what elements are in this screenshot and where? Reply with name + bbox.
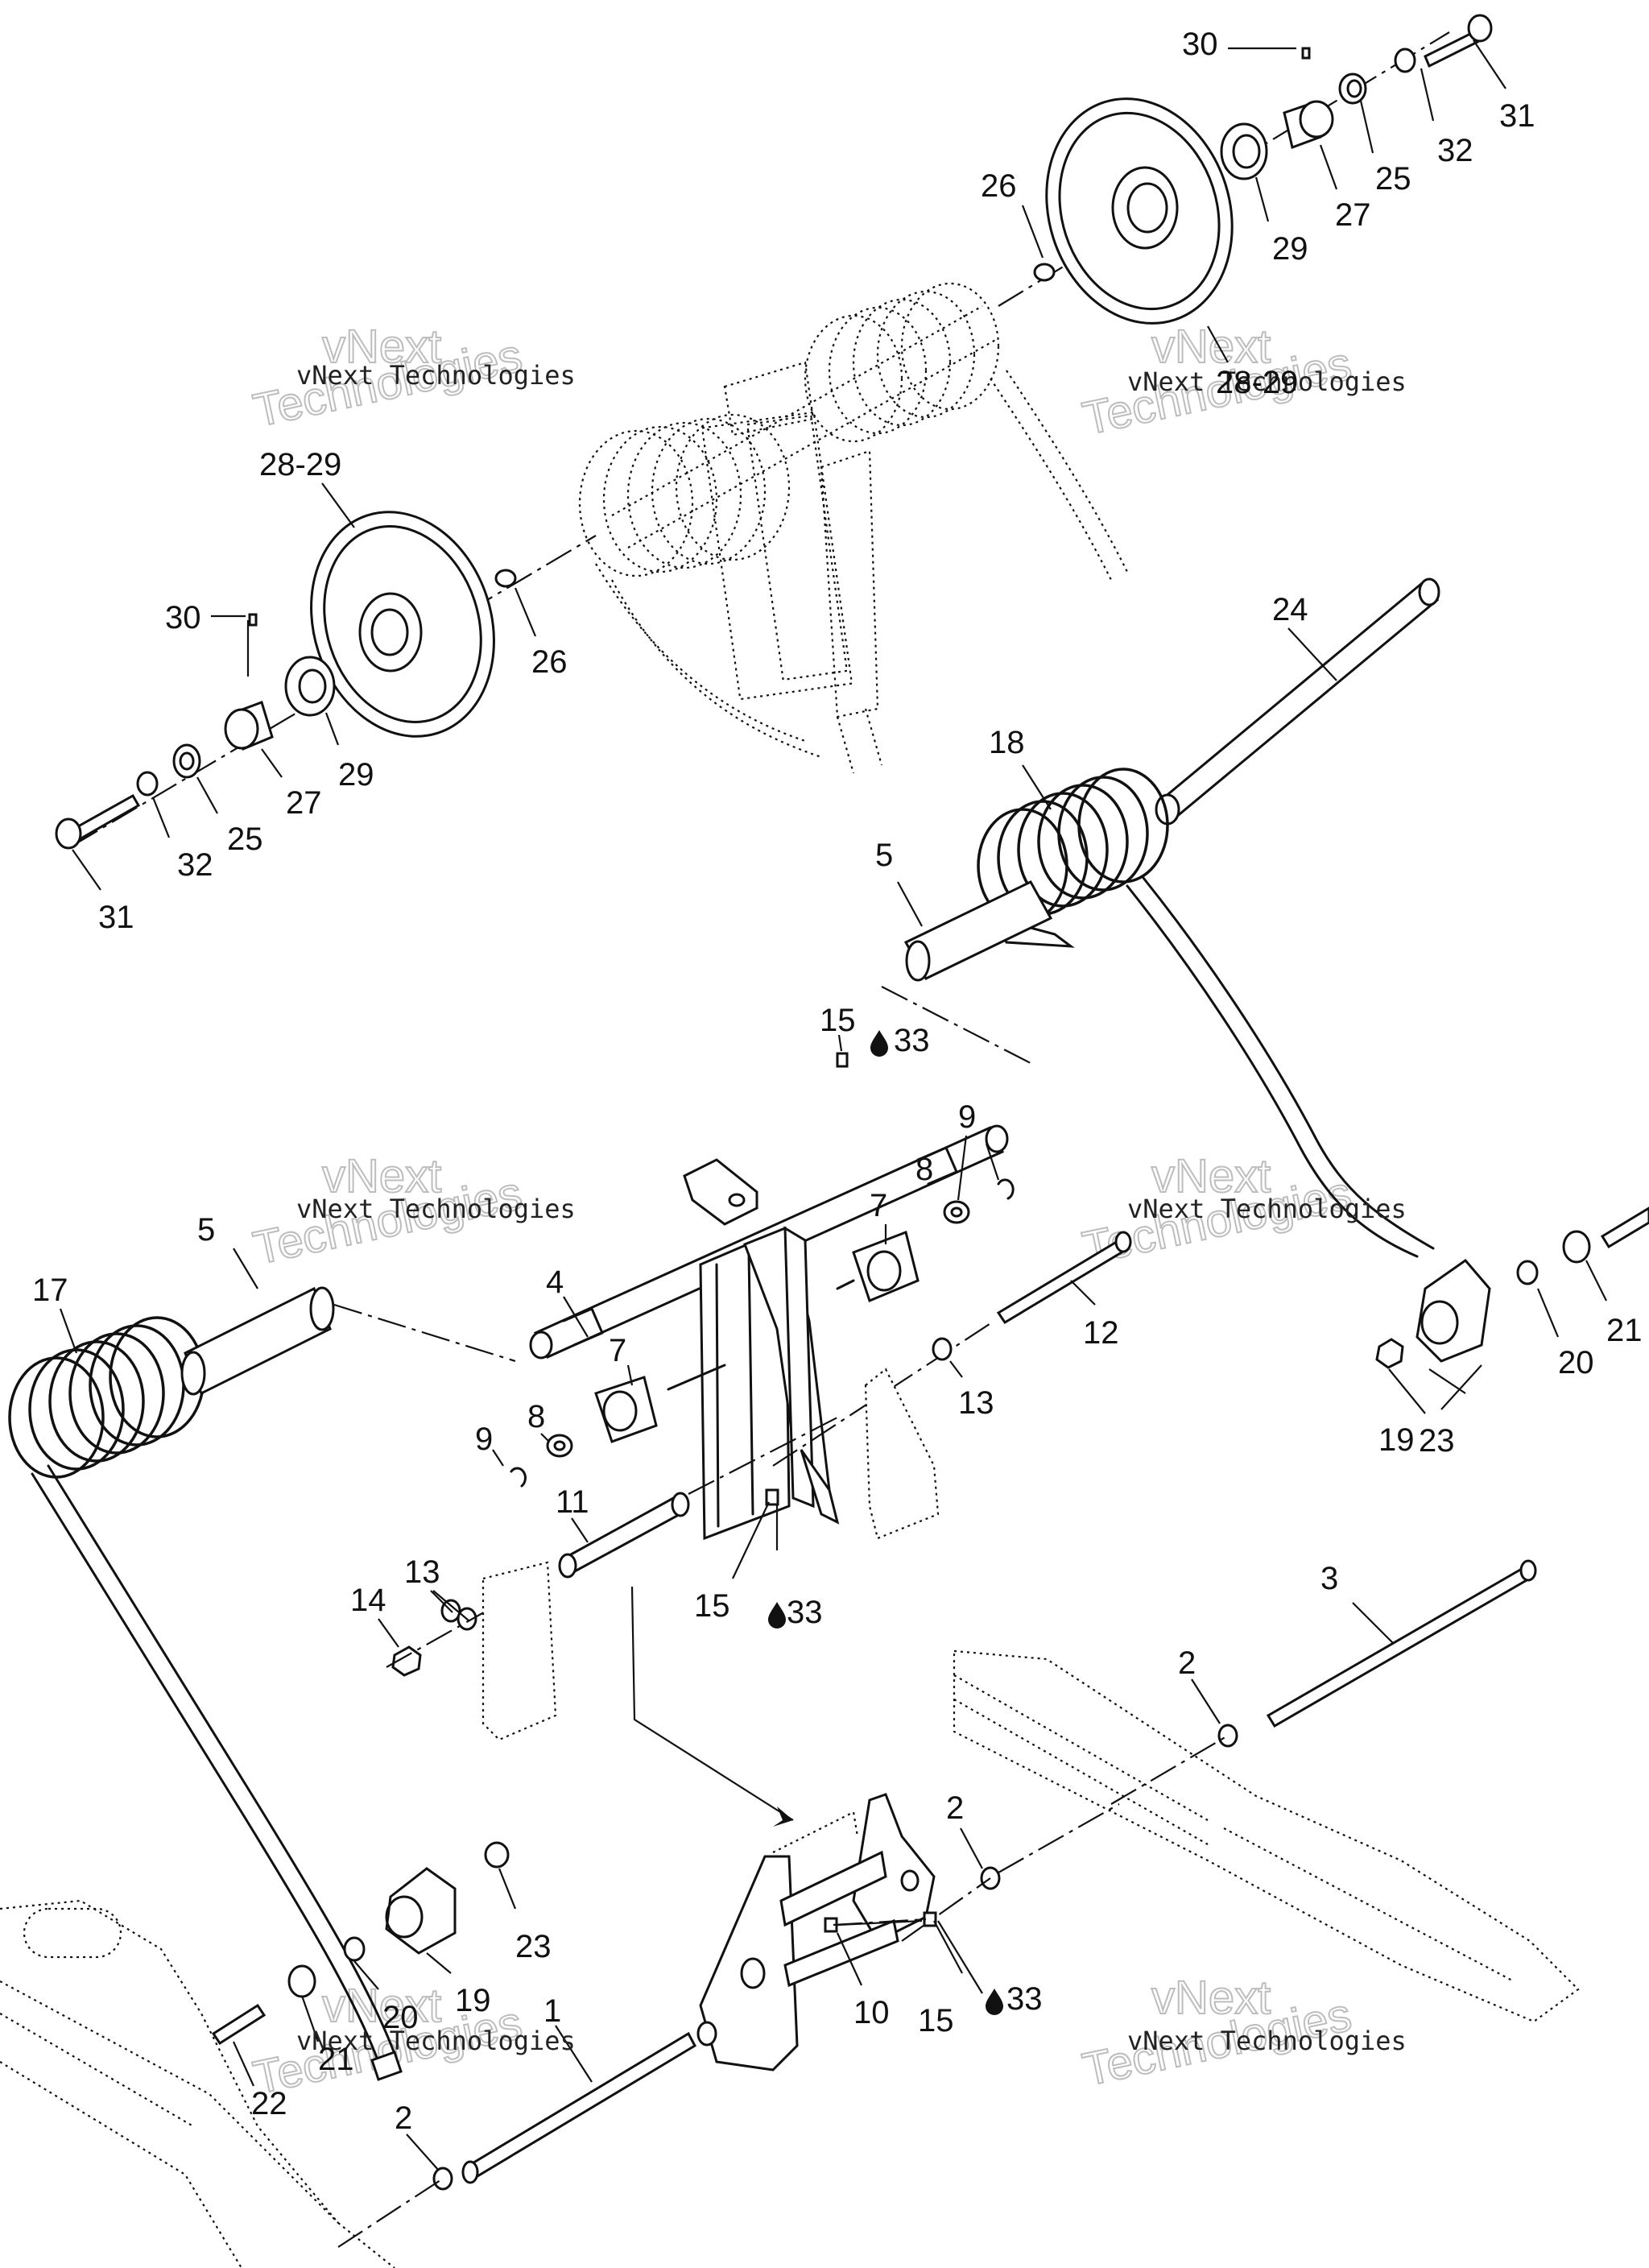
- lower-rails: [0, 1559, 1580, 2268]
- callout-2: 2: [395, 2100, 412, 2136]
- top-left-wheel-assembly: [55, 511, 597, 850]
- watermark-line: vNext Technologies: [1127, 2026, 1407, 2056]
- callout-27: 27: [1335, 197, 1371, 233]
- watermark-ghost: vNext: [322, 321, 441, 373]
- callout-8: 8: [527, 1399, 545, 1434]
- callout-9: 9: [475, 1422, 493, 1457]
- callout-13: 13: [958, 1385, 994, 1421]
- callout-2: 2: [946, 1790, 964, 1826]
- callout-3: 3: [1320, 1561, 1338, 1596]
- oil-drop-icon: [986, 1989, 1003, 2015]
- callout-5: 5: [197, 1212, 215, 1248]
- callout-12: 12: [1083, 1315, 1119, 1351]
- right-torsion-spring-assembly: [881, 577, 1440, 1258]
- callout-labels: 30 31 32 25 27 29 26 28-29 28-29 30 26 2…: [32, 27, 1643, 2136]
- callout-2: 2: [1178, 1645, 1196, 1681]
- callout-33: 33: [787, 1595, 823, 1630]
- upper-reference-assembly: [578, 282, 1128, 774]
- callout-15: 15: [694, 1588, 730, 1624]
- watermark-line: vNext Technologies: [1127, 366, 1407, 397]
- callout-15: 15: [918, 2003, 954, 2038]
- callout-31: 31: [98, 900, 134, 935]
- callout-21: 21: [1606, 1313, 1643, 1348]
- watermark-line: vNext Technologies: [296, 2026, 576, 2056]
- callout-11: 11: [556, 1484, 589, 1520]
- callout-27: 27: [286, 785, 322, 821]
- callout-1: 1: [543, 1993, 561, 2029]
- callout-25: 25: [1375, 161, 1411, 197]
- callout-29: 29: [1272, 231, 1308, 267]
- callout-5: 5: [875, 838, 893, 873]
- callout-8: 8: [915, 1152, 933, 1187]
- top-right-wheel-assembly: [998, 14, 1493, 325]
- callout-18: 18: [989, 725, 1025, 760]
- callout-14: 14: [350, 1583, 386, 1618]
- callout-33: 33: [894, 1023, 930, 1058]
- callout-13: 13: [404, 1554, 440, 1590]
- callout-10: 10: [853, 1995, 890, 2030]
- watermark-ghost: vNext: [1151, 1972, 1271, 2024]
- callout-19: 19: [455, 1983, 491, 2018]
- callout-24: 24: [1272, 592, 1308, 627]
- lower-bracket: [630, 1586, 937, 2071]
- callout-33: 33: [1006, 1981, 1043, 2017]
- callout-31: 31: [1499, 98, 1535, 134]
- leader-lines: [59, 39, 1607, 2171]
- center-small-parts: [386, 1178, 1132, 1677]
- ghost-brackets: [481, 1368, 940, 1741]
- oil-drop-icon: [768, 1602, 786, 1629]
- callout-9: 9: [958, 1099, 976, 1135]
- callout-7: 7: [870, 1188, 887, 1223]
- watermark-line: vNext Technologies: [296, 1194, 576, 1224]
- callout-20: 20: [1558, 1345, 1594, 1380]
- watermark-line: vNext Technologies: [296, 360, 576, 391]
- callout-20: 20: [382, 2000, 419, 2035]
- watermark-text: vNext Technologies vNext Technologies vN…: [296, 360, 1407, 2056]
- callout-17: 17: [32, 1273, 68, 1308]
- callout-29: 29: [338, 757, 374, 793]
- center-frame-assembly: [529, 1052, 1009, 1541]
- left-torsion-spring-assembly: [8, 1286, 516, 2081]
- callout-25: 25: [227, 822, 263, 857]
- callout-28-29: 28-29: [259, 447, 341, 482]
- callout-7: 7: [609, 1333, 626, 1368]
- callout-30: 30: [1182, 27, 1218, 62]
- callout-26: 26: [531, 644, 568, 680]
- watermark-ghost: vNext: [1151, 321, 1271, 373]
- callout-23: 23: [1419, 1423, 1455, 1459]
- callout-28-29: 28-29: [1216, 365, 1298, 400]
- callout-4: 4: [546, 1264, 564, 1300]
- callout-21: 21: [318, 2042, 354, 2077]
- callout-32: 32: [1437, 133, 1473, 168]
- callout-30: 30: [165, 600, 201, 635]
- watermark-ghost: vNext: [322, 1150, 441, 1202]
- pad-assemblies: [211, 1206, 1649, 2046]
- callout-22: 22: [251, 2086, 287, 2121]
- callout-23: 23: [515, 1929, 552, 1964]
- callout-32: 32: [177, 847, 213, 883]
- watermark-ghost: vNext: [1151, 1150, 1271, 1202]
- callout-19: 19: [1378, 1422, 1415, 1458]
- oil-drop-icon: [870, 1030, 888, 1057]
- watermark-line: vNext Technologies: [1127, 1194, 1407, 1224]
- callout-15: 15: [820, 1003, 856, 1038]
- callout-26: 26: [981, 168, 1017, 204]
